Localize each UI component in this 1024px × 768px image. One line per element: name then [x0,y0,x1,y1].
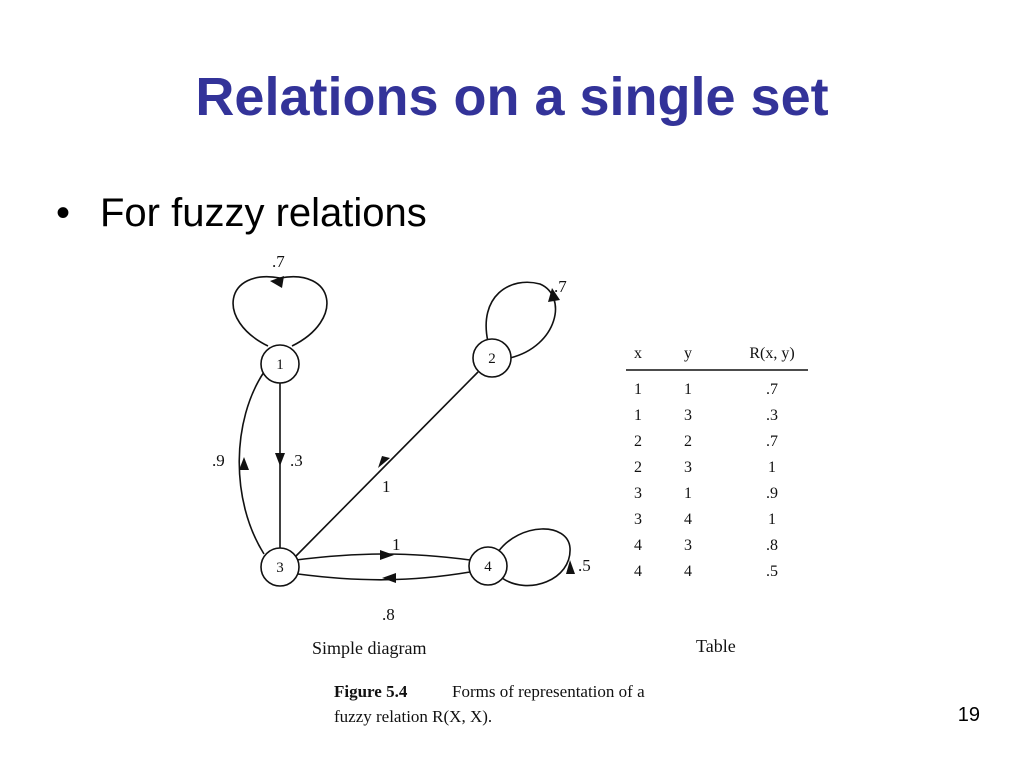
table-cell: .9 [766,485,778,502]
page-number: 19 [957,704,980,726]
edge-2-2-loop [485,281,557,359]
figure-caption-text1: Forms of representation of a [452,682,645,701]
node-3-label: 3 [276,560,284,576]
table-header-x: x [634,345,642,362]
diagram-labels: 1 2 3 4 .7 .7 .3 .9 1 1 .8 .5 Simple dia… [212,252,591,658]
figure-label: Figure 5.4 [334,682,408,701]
arrowhead-1-3 [275,453,285,466]
table-row: 3 4 1 [634,511,776,528]
table-cell: .3 [766,407,778,424]
node-2 [472,338,512,378]
node-1-label: 1 [276,357,284,373]
table-cell: 4 [634,563,642,580]
table-cell: 3 [684,459,692,476]
weight-label-2-3: 1 [382,477,391,496]
table-cell: 3 [634,511,642,528]
table-cell: 2 [684,433,692,450]
weight-label-4-4: .5 [578,556,591,575]
table-cell: 4 [684,563,692,580]
weight-label-4-3: .8 [382,605,395,624]
edge-2-3 [295,371,479,557]
table-cell: 4 [684,511,692,528]
weight-label-3-4: 1 [392,535,401,554]
table-cell: 3 [634,485,642,502]
arrowhead-3-4 [380,550,394,560]
weight-label-1-1: .7 [272,252,285,271]
table-cell: 1 [634,407,642,424]
table-caption: Table [696,636,736,656]
table-cell: 1 [684,381,692,398]
bullet-item: • For fuzzy relations [56,188,427,238]
edge-1-1-loop [232,275,328,347]
arrowhead-4-4 [566,560,575,574]
node-2-label: 2 [488,351,496,367]
edge-3-1 [238,371,265,555]
arrowhead-2-3 [378,456,390,468]
table-cell: .7 [766,381,778,398]
table-cell: .5 [766,563,778,580]
node-1 [260,344,300,384]
node-3 [260,547,300,587]
figure-caption-line2: fuzzy relation R(X, X). [334,707,492,726]
edge-4-3 [297,571,471,581]
table-cell: 1 [768,511,776,528]
table-cell: 1 [684,485,692,502]
table-cell: 3 [684,537,692,554]
weight-label-1-3: .3 [290,451,303,470]
table-cell: .7 [766,433,778,450]
arrowhead-4-3 [382,573,396,583]
node-4 [468,546,508,586]
edge-4-4-loop [497,528,571,587]
table-cell: 4 [634,537,642,554]
table-cell: 2 [634,433,642,450]
table-cell: 2 [634,459,642,476]
weight-label-3-1: .9 [212,451,225,470]
table-cell: 1 [634,381,642,398]
table-row: 2 3 1 [634,459,776,476]
node-4-label: 4 [484,559,492,575]
arrowhead-1-1 [270,276,284,288]
figure-caption-line1: Figure 5.4 Forms of representation of a [334,682,645,701]
table-header-y: y [684,345,692,362]
figure-caption: Figure 5.4 Forms of representation of a f… [334,682,645,726]
arrowhead-2-2 [548,288,560,302]
diagram-caption: Simple diagram [312,638,426,658]
table-cell: 3 [684,407,692,424]
weight-label-2-2: .7 [554,277,567,296]
table-cell: .8 [766,537,778,554]
table-header-r: R(x, y) [749,345,794,362]
slide-title: Relations on a single set [195,67,829,127]
table-cell: 1 [768,459,776,476]
fuzzy-relation-diagram [232,275,575,587]
bullet-symbol: • [56,191,71,235]
arrowhead-3-1 [239,457,249,470]
bullet-text: For fuzzy relations [100,191,427,235]
